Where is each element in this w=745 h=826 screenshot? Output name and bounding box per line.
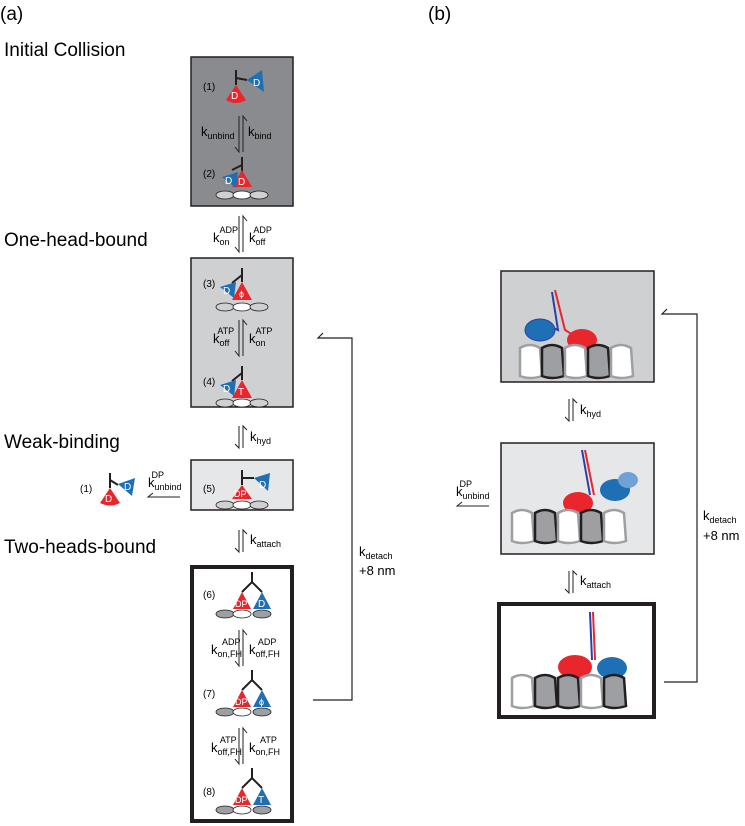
- kinesin-state-1: D D: [226, 70, 264, 103]
- head-d-red-1b: D: [105, 494, 112, 505]
- head-d-blue-5: D: [259, 480, 266, 491]
- head-d-blue-1b: D: [124, 482, 131, 493]
- state-1b-label: (1): [80, 484, 92, 495]
- head-phi-blue-7: ϕ: [259, 697, 264, 707]
- microtubule-b2: [510, 508, 628, 545]
- detach-loop-b: [660, 308, 698, 683]
- head-d-red-1: D: [231, 91, 238, 102]
- arrow-unbind-weak: [146, 492, 180, 498]
- state-6-label: (6): [203, 590, 215, 601]
- microtubule-5: [215, 500, 269, 510]
- kinesin-render-b3: [558, 611, 627, 679]
- equilibrium-arrows-b2-b3: [564, 569, 578, 595]
- microtubule-2: [215, 190, 269, 200]
- head-t-blue-8: T: [258, 795, 264, 806]
- state-1-label: (1): [203, 82, 215, 93]
- microtubule-7: [215, 707, 272, 717]
- rate-k-unbind: kunbind: [201, 124, 235, 141]
- detach-loop-a: [313, 332, 353, 701]
- head-d-blue-6: D: [258, 599, 265, 610]
- head-d-blue-3: D: [223, 286, 230, 297]
- arrow-unbind-b: [455, 501, 489, 507]
- equilibrium-arrows-b1-b2: [564, 397, 578, 423]
- section-initial-collision: Initial Collision: [4, 40, 125, 61]
- microtubule-b1: [518, 343, 635, 380]
- kinesin-state-5: DP D: [215, 470, 270, 510]
- head-d-blue-2: D: [225, 176, 232, 187]
- microtubule-3: [215, 302, 269, 312]
- section-one-head-bound: One-head-bound: [4, 230, 148, 251]
- state-4-label: (4): [203, 377, 215, 388]
- equilibrium-arrows-4-5: [234, 424, 248, 450]
- kinesin-state-3: D ϕ: [215, 268, 269, 312]
- panel-b-label: (b): [428, 4, 451, 25]
- rate-k-off-fh-adp: koff,FHADP: [249, 637, 280, 659]
- equilibrium-arrows-6-7: [234, 628, 248, 668]
- microtubule-b3: [510, 673, 628, 710]
- head-d-red-2: D: [238, 177, 245, 188]
- head-d-blue-4: D: [223, 384, 230, 395]
- head-t-red-4: T: [238, 387, 244, 398]
- head-phi-red-3: ϕ: [239, 289, 244, 299]
- rate-k-on-adp: konADP: [213, 225, 238, 247]
- state-7-label: (7): [203, 689, 215, 700]
- panel-a-label: (a): [0, 4, 23, 25]
- rate-k-attach-b: kattach: [580, 573, 611, 590]
- head-dp-red-5: DP: [234, 489, 247, 499]
- kinesin-state-1-detached: D D: [100, 473, 135, 506]
- step-8nm-b: +8 nm: [703, 528, 740, 543]
- head-d-blue-1: D: [253, 78, 260, 89]
- rate-k-hyd-b: khyd: [580, 402, 601, 419]
- head-dp-red-8: DP: [235, 795, 248, 805]
- microtubule-8: [215, 805, 272, 815]
- kinesin-render-b2: [563, 449, 638, 514]
- rate-k-attach: kattach: [250, 532, 281, 549]
- kinesin-state-8: DP T: [215, 768, 272, 815]
- microtubule-4: [215, 398, 269, 408]
- section-weak-binding: Weak-binding: [4, 432, 120, 453]
- head-dp-red-7: DP: [235, 697, 248, 707]
- rate-k-on-fh-atp: kon,FHATP: [249, 735, 280, 757]
- equilibrium-arrows-5-6: [234, 528, 248, 554]
- rate-k-on-fh-adp: kon,FHADP: [211, 637, 242, 659]
- equilibrium-arrows-2-3: [234, 214, 248, 254]
- step-8nm-a: +8 nm: [359, 563, 396, 578]
- rate-k-on-atp: konATP: [249, 326, 272, 348]
- kinesin-render-b1: [524, 289, 597, 351]
- head-dp-red-6: DP: [235, 599, 248, 609]
- microtubule-6: [215, 609, 272, 619]
- state-8-label: (8): [203, 787, 215, 798]
- kinesin-state-2: D D: [215, 157, 269, 200]
- rate-k-hyd: khyd: [250, 429, 271, 446]
- equilibrium-arrows-1-2: [234, 114, 248, 154]
- rate-k-unbind-dp-b: kunbindDP: [456, 479, 490, 501]
- rate-k-detach-a: kdetach: [359, 544, 393, 561]
- kinesin-state-6: DP D: [215, 572, 272, 619]
- rate-k-off-fh-atp: koff,FHATP: [211, 735, 242, 757]
- kinesin-state-7: DP ϕ: [215, 670, 272, 717]
- state-3-label: (3): [203, 279, 215, 290]
- rate-k-detach-b: kdetach: [703, 508, 737, 525]
- equilibrium-arrows-7-8: [234, 726, 248, 766]
- rate-k-off-adp: koffADP: [249, 225, 272, 247]
- kinesin-state-4: D T: [215, 366, 269, 408]
- state-5-label: (5): [203, 484, 215, 495]
- equilibrium-arrows-3-4: [234, 318, 248, 358]
- rate-k-bind: kbind: [248, 124, 272, 141]
- state-2-label: (2): [203, 169, 215, 180]
- rate-k-unbind-dp: kunbindDP: [148, 470, 182, 492]
- rate-k-off-atp: koffATP: [213, 326, 234, 348]
- section-two-heads-bound: Two-heads-bound: [4, 537, 156, 558]
